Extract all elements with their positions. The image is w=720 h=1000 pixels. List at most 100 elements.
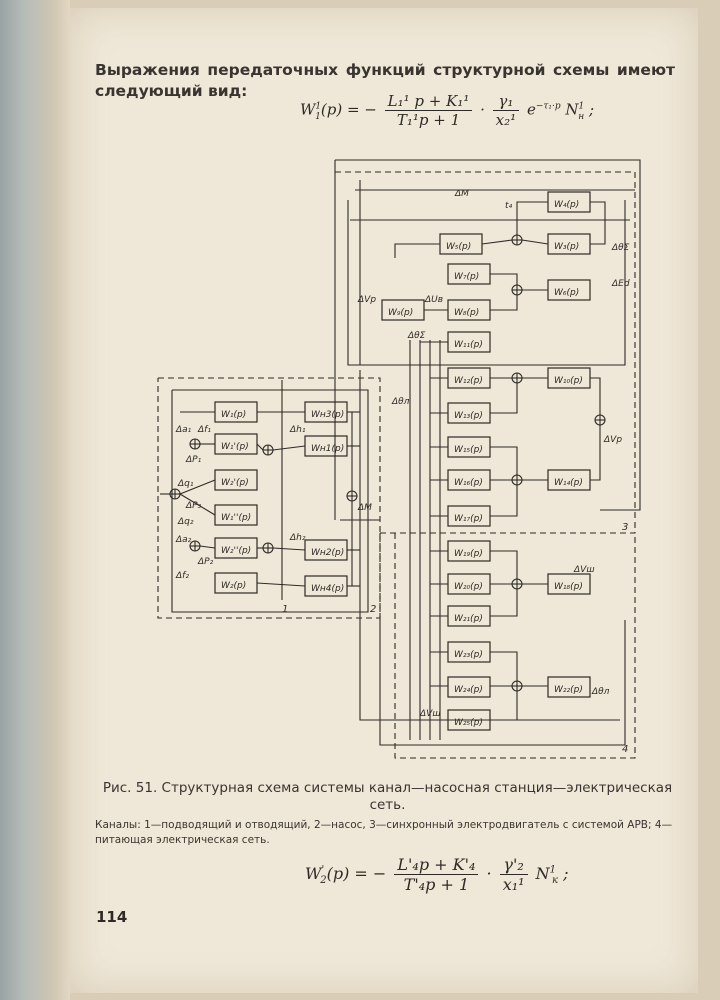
signal-label: Δq₁ [177,479,194,489]
signal-label: ΔVр [603,435,622,445]
connection-line [590,425,601,481]
figure-caption: Рис. 51. Структурная схема системы канал… [102,780,673,813]
transfer-block-label: W₆(p) [554,288,579,298]
connection-line [490,273,518,285]
transfer-block-label: W₁''(p) [221,513,251,523]
transfer-block-label: W₁₅(p) [454,445,483,455]
feedback-frame [171,389,369,613]
page-number: 114 [96,908,128,926]
signal-label: Δf₁ [197,425,211,435]
transfer-block-label: W₁₁(p) [454,340,483,350]
region-label: 1 [282,604,288,615]
book-page [70,8,698,993]
connection-line [490,485,518,517]
region-label: 4 [622,744,628,755]
signal-label: Δh₂ [289,533,306,543]
signal-label: ΔP₁ [185,455,202,465]
connection-line [272,445,306,451]
signal-label: Δa₂ [175,535,192,545]
signal-label: ΔP₃ [185,501,202,511]
region-border-3 [335,171,636,534]
signal-label: ΔEd [611,279,630,289]
connection-line [516,201,548,235]
signal-label: Δq₂ [177,517,194,527]
transfer-block-label: W₉(p) [388,308,413,318]
feedback-frame [347,200,626,366]
signal-label: Δθл [591,687,610,697]
connection-line [490,295,518,311]
transfer-block-label: W₂₅(p) [454,718,483,728]
connection-line [590,377,601,415]
signal-label: ΔθΣ [611,243,630,253]
transfer-block-label: W₇(p) [454,272,479,282]
transfer-block-label: W₄(p) [554,200,579,210]
signal-label: Δh₁ [289,425,306,435]
transfer-block-label: W₁₃(p) [454,411,483,421]
transfer-block-label: W₃(p) [554,242,579,252]
transfer-block-label: Wн2(p) [311,548,344,558]
region-label: 3 [622,522,628,533]
feedback-frame [335,159,641,511]
transfer-block-label: W₁₆(p) [454,478,483,488]
signal-label: ΔM [454,189,469,199]
connection-line [490,651,518,681]
transfer-block-label: Wн1(p) [311,444,344,454]
transfer-block-label: W₁(p) [221,410,246,420]
connection-line [490,550,518,579]
signal-label: Δa₁ [175,425,192,435]
intro-paragraph: Выражения передаточных функций структурн… [95,61,675,100]
transfer-block-label: Wн4(p) [311,584,344,594]
connection-line [590,201,606,245]
transfer-block-label: Wн3(p) [311,410,344,420]
transfer-block-label: W₅(p) [446,242,471,252]
connection-line [490,383,518,414]
transfer-block-label: W₂₁(p) [454,614,483,624]
feedback-frame [379,618,626,746]
signal-label: t₄ [505,201,513,211]
transfer-block-label: W₁'(p) [221,442,249,452]
transfer-block [547,676,591,698]
connection-line [481,239,513,245]
transfer-block-label: W₂₃(p) [454,650,483,660]
transfer-block-label: W₂₄(p) [454,685,483,695]
transfer-block-label: W₁₇(p) [454,514,483,524]
signal-label: ΔM [357,503,372,513]
signal-label: Δθл [391,397,410,407]
transfer-block-label: W₂''(p) [221,546,251,556]
figure-legend: Каналы: 1—подводящий и отводящий, 2—насо… [95,819,673,846]
transfer-block-label: W₂₂(p) [554,685,583,695]
region-border-4 [394,533,636,759]
book-spine [0,0,70,1000]
signal-label: Δf₂ [175,571,189,581]
signal-label: ΔUв [424,295,443,305]
signal-label: ΔθΣ [407,331,426,341]
transfer-block-label: W₁₈(p) [554,582,583,592]
connection-line [199,545,216,549]
connection-line [256,443,264,451]
signal-label: ΔVш [573,565,595,575]
connection-line [490,446,518,475]
connection-line [490,691,518,721]
connection-line [490,589,518,617]
connection-line [179,493,216,516]
connection-line [272,547,306,551]
transfer-block-label: W₁₉(p) [454,549,483,559]
transfer-block [447,676,491,698]
transfer-block-label: W₂₀(p) [454,582,483,592]
transfer-block-label: W₁₀(p) [554,376,583,386]
signal-label: ΔVp [357,295,376,305]
connection-line [179,479,216,495]
connection-line [394,243,440,258]
feedback-frame [359,370,620,721]
transfer-block-label: W₈(p) [454,308,479,318]
connection-line [256,582,306,587]
region-label: 2 [370,604,376,615]
transfer-block-label: W₂(p) [221,581,246,591]
